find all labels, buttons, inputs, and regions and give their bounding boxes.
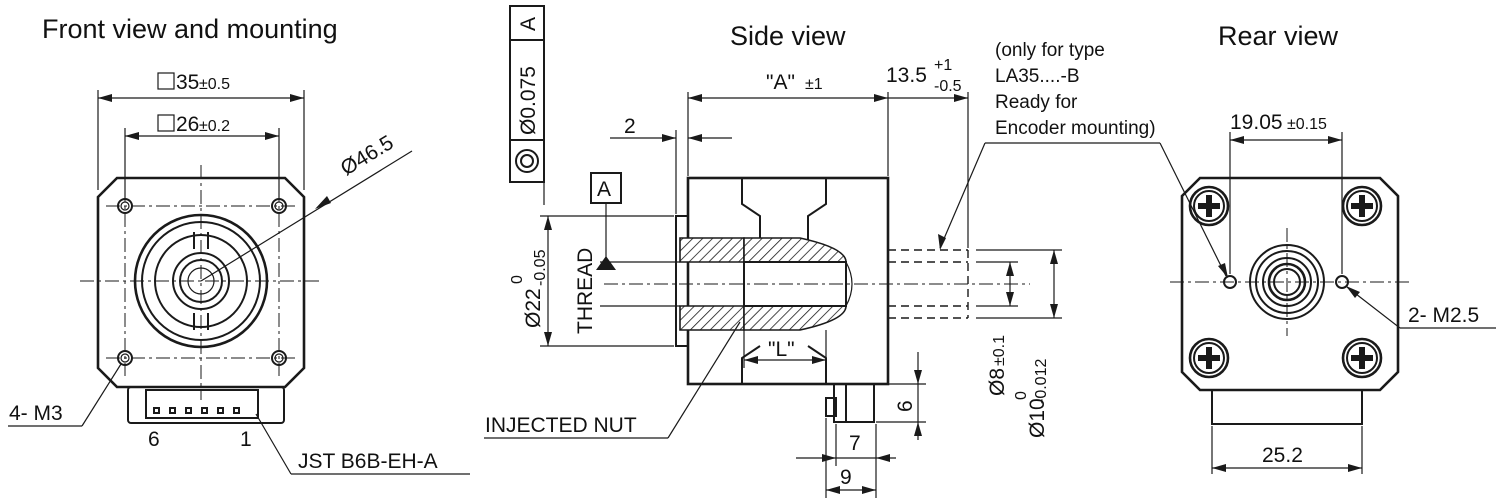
side-dim-22: Ø22 0 -0.05 [509, 215, 674, 347]
encoder-note: (only for type LA35....-B Ready for Enco… [938, 40, 1160, 250]
side-dim-6: 6 [876, 352, 926, 440]
side-dim-6-label: 6 [894, 400, 917, 412]
note-line-1: (only for type [995, 40, 1105, 61]
nut-label: INJECTED NUT [485, 414, 637, 437]
front-connector-housing [127, 386, 285, 424]
side-dim-10-label: Ø10 [1026, 398, 1049, 438]
side-dim-10-lower: -0.012 [1033, 359, 1050, 404]
connector-pins [153, 407, 240, 414]
front-holes-callout: 4- M3 [8, 363, 122, 427]
side-dim-22-lower: -0.05 [532, 249, 549, 286]
rear-screws [1188, 185, 1383, 379]
side-thread: THREAD [574, 248, 680, 334]
front-holes-label: 4- M3 [9, 402, 63, 425]
side-dim-9: 9 [825, 418, 877, 498]
rear-holes-callout: 2- M2.5 [1346, 286, 1496, 329]
datum-label: A [597, 178, 611, 201]
side-dim-l-label: "L" [768, 338, 795, 361]
rear-holes-label: 2- M2.5 [1408, 304, 1479, 327]
thread-label: THREAD [574, 248, 597, 334]
side-dim-a-label: "A" [766, 71, 795, 94]
side-dim-7-label: 7 [849, 432, 861, 455]
front-dim-inner-tol: ±0.2 [199, 118, 230, 135]
side-view-title: Side view [730, 21, 846, 51]
side-dim-9-label: 9 [840, 466, 852, 489]
side-view: Side view A Ø0.075 A [484, 5, 1160, 498]
front-view: Front view and mounting [8, 14, 470, 475]
front-view-title: Front view and mounting [42, 14, 338, 44]
tolerance-value: Ø0.075 [517, 66, 540, 135]
side-dim-l: "L" [743, 330, 827, 368]
rear-view: Rear view [1159, 21, 1496, 474]
concentricity-icon [515, 149, 539, 173]
side-dim-2-label: 2 [624, 115, 636, 138]
connector-label: JST B6B-EH-A [298, 450, 438, 473]
tolerance-datum: A [517, 17, 540, 31]
side-dim-22-upper: 0 [509, 275, 526, 284]
rear-view-title: Rear view [1218, 21, 1339, 51]
side-dim-10: Ø10 0 -0.012 [976, 249, 1062, 438]
rear-dim-width-text: 25.2 [1262, 444, 1303, 467]
side-dim-13-5: 13.5 +1 -0.5 [886, 57, 969, 248]
note-line-2: LA35....-B [995, 66, 1080, 87]
front-dim-35: 35 ±0.5 [97, 71, 305, 190]
pin-label-right: 1 [240, 428, 252, 451]
note-line-3: Ready for [995, 92, 1078, 113]
rear-body-outline [1180, 176, 1400, 392]
front-dim-diameter-text: Ø46.5 [337, 131, 398, 180]
pin-label-left: 6 [148, 428, 160, 451]
tolerance-frame: A Ø0.075 [509, 5, 545, 205]
rear-dim-spacing-text: 19.05 [1230, 111, 1283, 134]
side-dim-a: "A" ±1 [687, 71, 889, 176]
side-dim-ext-upper: +1 [934, 57, 952, 74]
front-dim-outer-tol: ±0.5 [199, 76, 230, 93]
side-dim-8-label: Ø8 [986, 368, 1009, 396]
side-dim-7: 7 [796, 424, 896, 466]
side-dim-22-label: Ø22 [522, 288, 545, 328]
side-dim-ext: 13.5 [886, 64, 927, 87]
front-body-outline [96, 176, 306, 389]
rear-dim-spacing-tol: ±0.15 [1287, 116, 1327, 133]
front-dim-outer: 35 [176, 71, 199, 94]
rear-dim-spacing: 19.05 ±0.15 [1229, 111, 1343, 274]
front-dim-26: 26 ±0.2 [124, 113, 280, 198]
datum-a: A [590, 172, 622, 270]
front-dim-inner: 26 [176, 113, 199, 136]
side-dim-8-tol: ±0.1 [991, 335, 1008, 366]
rear-dim-width: 25.2 [1211, 426, 1363, 474]
nut-callout: INJECTED NUT [484, 321, 741, 439]
side-dim-2: 2 [610, 115, 732, 214]
connector-callout: JST B6B-EH-A [255, 413, 470, 475]
side-dim-10-upper: 0 [1013, 391, 1030, 400]
side-dim-ext-lower: -0.5 [934, 78, 962, 95]
side-dim-a-tol: ±1 [805, 76, 823, 93]
note-line-4: Encoder mounting) [995, 118, 1156, 139]
front-connector-socket [145, 389, 259, 419]
side-dim-8: Ø8 ±0.1 [976, 261, 1018, 396]
